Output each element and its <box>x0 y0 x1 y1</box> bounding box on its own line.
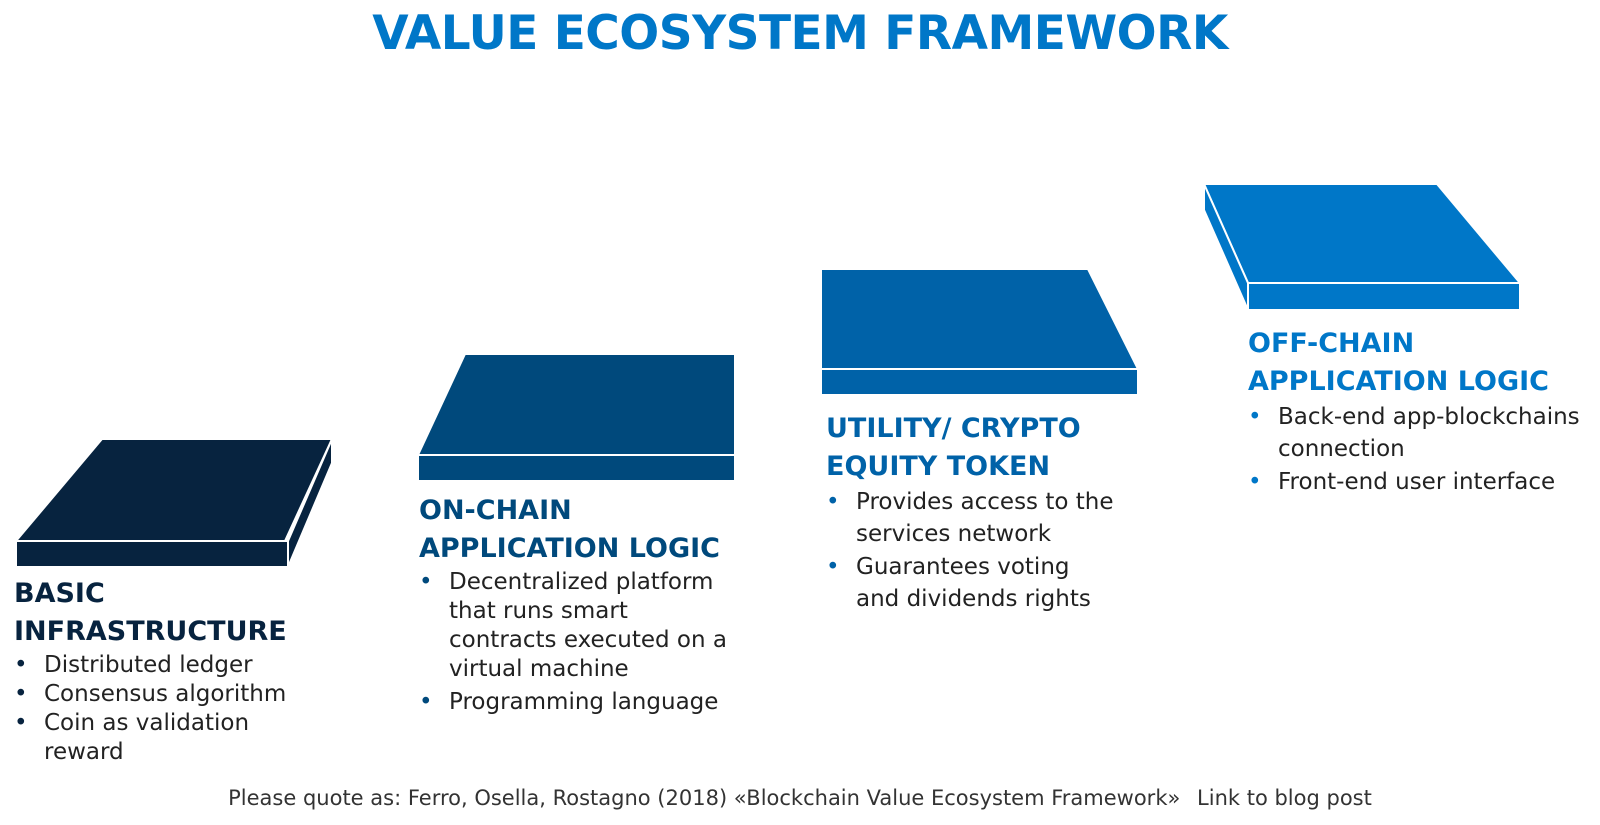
platform-basic-infrastructure <box>13 438 334 568</box>
blog-post-link[interactable]: Link to blog post <box>1197 786 1372 810</box>
layer-title-line: INFRASTRUCTURE <box>14 616 287 647</box>
citation-text: Please quote as: Ferro, Osella, Rostagno… <box>228 786 1181 810</box>
platform-token <box>820 268 1140 396</box>
platform-on-chain-front <box>417 454 736 482</box>
layer-title: OFF-CHAIN APPLICATION LOGIC <box>1248 325 1598 401</box>
layer-title-line: OFF-CHAIN <box>1248 328 1415 359</box>
platform-basic-top <box>13 438 334 542</box>
platform-token-top <box>820 268 1140 370</box>
bullet-list: Distributed ledger Consensus algorithm C… <box>14 651 334 767</box>
bullet-item: Coin as validation reward <box>14 709 274 767</box>
bullet-item: Front-end user interface <box>1248 466 1598 498</box>
layer-title: ON-CHAIN APPLICATION LOGIC <box>419 492 759 568</box>
bullet-item: Decentralized platform that runs smart c… <box>419 568 739 684</box>
bullet-item: Back-end app-blockchains connection <box>1248 401 1598 465</box>
layer-title-line: APPLICATION LOGIC <box>419 533 720 564</box>
citation-footer: Please quote as: Ferro, Osella, Rostagno… <box>0 786 1600 810</box>
layer-title-line: UTILITY/ CRYPTO <box>826 413 1081 444</box>
diagram-title: VALUE ECOSYSTEM FRAMEWORK <box>372 6 1228 61</box>
bullet-item: Guarantees voting and dividends rights <box>826 551 1116 615</box>
layer-title: UTILITY/ CRYPTO EQUITY TOKEN <box>826 410 1146 486</box>
platform-off-chain-top <box>1202 183 1523 284</box>
bullet-item: Programming language <box>419 688 759 717</box>
bullet-item: Distributed ledger <box>14 651 334 680</box>
layer-title-line: APPLICATION LOGIC <box>1248 366 1549 397</box>
layer-utility-crypto-equity-token: UTILITY/ CRYPTO EQUITY TOKEN Provides ac… <box>826 410 1146 615</box>
layer-title-line: EQUITY TOKEN <box>826 451 1051 482</box>
bullet-list: Back-end app-blockchains connection Fron… <box>1248 401 1598 498</box>
layer-off-chain-application-logic: OFF-CHAIN APPLICATION LOGIC Back-end app… <box>1248 325 1598 498</box>
layer-basic-infrastructure: BASIC INFRASTRUCTURE Distributed ledger … <box>14 575 334 767</box>
bullet-list: Provides access to the services network … <box>826 486 1146 615</box>
platform-on-chain-top <box>416 353 736 456</box>
platform-off-chain <box>1202 183 1523 311</box>
bullet-list: Decentralized platform that runs smart c… <box>419 568 759 717</box>
platform-on-chain <box>416 353 736 482</box>
bullet-item: Consensus algorithm <box>14 680 334 709</box>
layer-on-chain-application-logic: ON-CHAIN APPLICATION LOGIC Decentralized… <box>419 492 759 717</box>
platform-token-front <box>820 368 1139 396</box>
platform-off-chain-front <box>1247 282 1521 311</box>
layer-title-line: BASIC <box>14 578 105 609</box>
bullet-item: Provides access to the services network <box>826 486 1116 550</box>
platform-basic-front <box>15 540 289 568</box>
layer-title-line: ON-CHAIN <box>419 495 572 526</box>
layer-title: BASIC INFRASTRUCTURE <box>14 575 334 651</box>
